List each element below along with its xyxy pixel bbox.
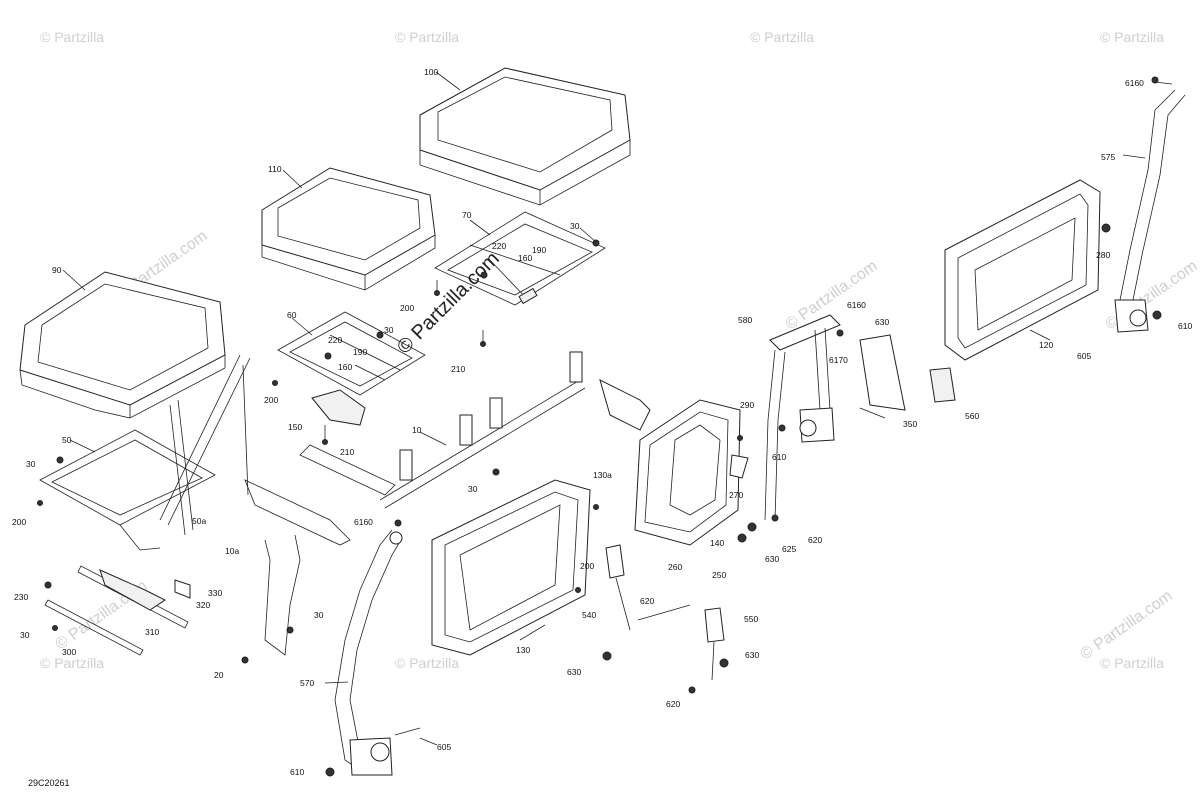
slide-rails xyxy=(44,565,191,656)
callout-10a: 10a xyxy=(225,546,239,556)
buckles xyxy=(602,334,956,694)
callout-570: 570 xyxy=(300,678,314,688)
callout-620: 620 xyxy=(640,596,654,606)
callout-110: 110 xyxy=(268,164,282,174)
callout-200: 200 xyxy=(580,561,594,571)
backrest-120 xyxy=(944,179,1111,361)
callout-140: 140 xyxy=(710,538,724,548)
callout-270: 270 xyxy=(729,490,743,500)
callout-260: 260 xyxy=(668,562,682,572)
leader-lines xyxy=(62,71,1173,746)
callout-220: 220 xyxy=(492,241,506,251)
callout-30: 30 xyxy=(26,459,36,469)
callout-575: 575 xyxy=(1101,152,1115,162)
callout-280: 280 xyxy=(1096,250,1110,260)
callout-605: 605 xyxy=(1077,351,1091,361)
callout-130a: 130a xyxy=(593,470,612,480)
watermark: © Partzilla xyxy=(395,655,459,671)
callout-150: 150 xyxy=(288,422,302,432)
callout-200: 200 xyxy=(400,303,414,313)
callout-6160: 6160 xyxy=(1125,78,1144,88)
seat-cushion-90 xyxy=(19,271,226,419)
callout-120: 120 xyxy=(1039,340,1053,350)
callout-30: 30 xyxy=(20,630,30,640)
callout-6160: 6160 xyxy=(354,517,373,527)
callout-210: 210 xyxy=(451,364,465,374)
seat-belt-570 xyxy=(325,529,421,777)
callout-610: 610 xyxy=(772,452,786,462)
callout-540: 540 xyxy=(582,610,596,620)
base-frame-10 xyxy=(241,351,651,664)
callout-550: 550 xyxy=(744,614,758,624)
callout-200: 200 xyxy=(12,517,26,527)
callout-630: 630 xyxy=(745,650,759,660)
callout-605: 605 xyxy=(437,742,451,752)
watermark: © Partzilla xyxy=(1100,29,1164,45)
seat-cushion-110 xyxy=(261,167,436,291)
seat-cushion-100 xyxy=(419,67,631,206)
callout-230: 230 xyxy=(14,592,28,602)
callout-630: 630 xyxy=(567,667,581,677)
callout-70: 70 xyxy=(462,210,472,220)
callout-160: 160 xyxy=(338,362,352,372)
callout-6170: 6170 xyxy=(829,355,848,365)
backrest-140 xyxy=(634,399,749,546)
callout-90: 90 xyxy=(52,265,62,275)
callout-6160: 6160 xyxy=(847,300,866,310)
callout-50: 50 xyxy=(62,435,72,445)
callout-560: 560 xyxy=(965,411,979,421)
callout-580: 580 xyxy=(738,315,752,325)
watermark: © Partzilla xyxy=(40,655,104,671)
callout-210: 210 xyxy=(340,447,354,457)
watermark: © Partzilla xyxy=(1100,655,1164,671)
backrest-130 xyxy=(431,479,599,656)
callout-20: 20 xyxy=(214,670,224,680)
callout-610: 610 xyxy=(290,767,304,777)
callout-310: 310 xyxy=(145,627,159,637)
seat-belt-580 xyxy=(764,314,844,521)
callout-250: 250 xyxy=(712,570,726,580)
callout-320: 320 xyxy=(196,600,210,610)
callout-30: 30 xyxy=(384,325,394,335)
callout-630: 630 xyxy=(765,554,779,564)
callout-190: 190 xyxy=(532,245,546,255)
callout-220: 220 xyxy=(328,335,342,345)
callout-30: 30 xyxy=(570,221,580,231)
callout-630: 630 xyxy=(875,317,889,327)
drawing-number: 29C20261 xyxy=(28,778,70,788)
callout-50a: 50a xyxy=(192,516,206,526)
watermark: © Partzilla xyxy=(40,29,104,45)
callout-300: 300 xyxy=(62,647,76,657)
seat-frame-60 xyxy=(272,311,426,445)
callout-190: 190 xyxy=(353,347,367,357)
callout-30: 30 xyxy=(314,610,324,620)
callout-160: 160 xyxy=(518,253,532,263)
callout-290: 290 xyxy=(740,400,754,410)
watermark: © Partzilla.com xyxy=(1078,588,1176,664)
callout-200: 200 xyxy=(264,395,278,405)
callout-610: 610 xyxy=(1178,321,1192,331)
seat-belt-575 xyxy=(1114,76,1186,333)
callout-620: 620 xyxy=(808,535,822,545)
callout-60: 60 xyxy=(287,310,297,320)
callout-100: 100 xyxy=(424,67,438,77)
callout-350: 350 xyxy=(903,419,917,429)
callout-330: 330 xyxy=(208,588,222,598)
callout-620: 620 xyxy=(666,699,680,709)
watermark: © Partzilla xyxy=(750,29,814,45)
callout-30: 30 xyxy=(468,484,478,494)
callout-10: 10 xyxy=(412,425,422,435)
watermark: © Partzilla xyxy=(395,29,459,45)
seat-frame-70 xyxy=(434,211,606,347)
callout-labels: 100 110 90 70 30 220 190 160 200 60 220 … xyxy=(12,67,1192,777)
seat-base-50 xyxy=(37,354,251,551)
callout-625: 625 xyxy=(782,544,796,554)
callout-130: 130 xyxy=(516,645,530,655)
